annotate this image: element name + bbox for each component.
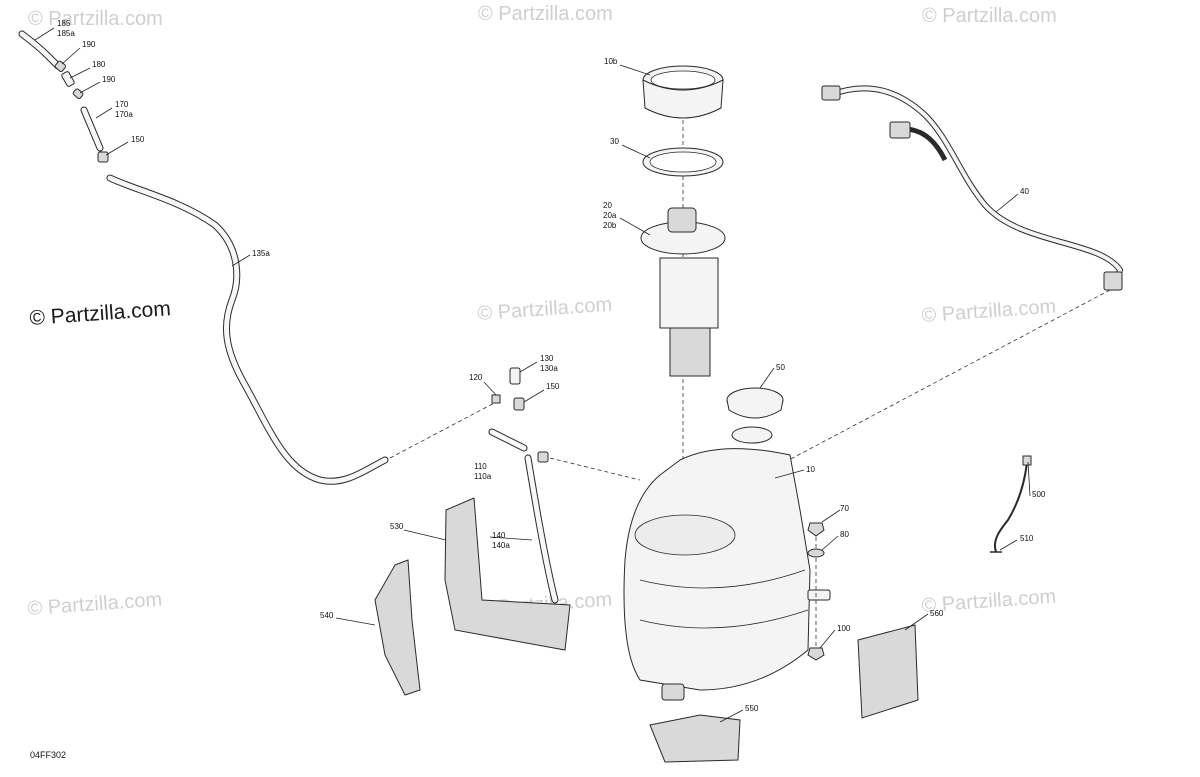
callout-70: 70	[840, 504, 849, 513]
callout-560: 560	[930, 609, 944, 618]
callout-180: 180	[92, 60, 106, 69]
washer-80	[807, 548, 825, 558]
fitting-130	[509, 367, 521, 385]
watermark-main: © Partzilla.com	[29, 297, 172, 330]
callout-530: 530	[390, 522, 404, 531]
callout-150: 150	[546, 382, 560, 391]
callout-190: 190	[102, 75, 116, 84]
callout-190: 190	[82, 40, 96, 49]
harness-connector-a	[821, 85, 841, 101]
harness-connector-b	[889, 121, 911, 139]
diagram-code: 04FF302	[30, 750, 66, 760]
callout-50: 50	[776, 363, 785, 372]
callout-500: 500	[1032, 490, 1046, 499]
lock-ring-side	[642, 79, 724, 119]
shield-530	[444, 497, 571, 651]
clamp	[537, 451, 549, 463]
vent-fittings	[389, 367, 641, 604]
fuel-tank-10	[623, 387, 831, 701]
callout-40: 40	[1020, 187, 1029, 196]
fuel-pump-stack	[640, 65, 726, 480]
callout-550: 550	[745, 704, 759, 713]
callout-100: 100	[837, 624, 851, 633]
watermark: © Partzilla.com	[922, 5, 1057, 27]
shield-550	[649, 714, 741, 763]
callout-540: 540	[320, 611, 334, 620]
watermark: © Partzilla.com	[27, 589, 163, 620]
hose-135a	[106, 174, 389, 485]
pump-connector	[667, 207, 697, 233]
watermark: © Partzilla.com	[921, 296, 1057, 327]
sensor-plug	[1022, 455, 1032, 466]
callout-80: 80	[840, 530, 849, 539]
sensor-500	[990, 455, 1032, 553]
tank-drain	[661, 683, 685, 701]
callout-10b: 10b	[604, 57, 618, 66]
watermark: © Partzilla.com	[477, 294, 613, 325]
callout-135a: 135a	[252, 249, 270, 258]
nut-100	[807, 647, 825, 661]
callout-510: 510	[1020, 534, 1034, 543]
harness-connector-c	[1103, 271, 1123, 291]
valve-150	[513, 397, 525, 411]
tank-bracket	[807, 589, 831, 601]
watermark: © Partzilla.com	[478, 3, 613, 25]
filler-neck	[731, 426, 773, 444]
callout-150: 150	[131, 135, 145, 144]
callout-120: 120	[469, 373, 483, 382]
vent-hose-assembly	[18, 30, 389, 485]
clamp-190b	[72, 88, 84, 99]
pump-filter	[669, 327, 711, 377]
nut-70	[807, 522, 825, 537]
wiring-harness-40	[769, 85, 1124, 471]
heat-shields	[374, 497, 919, 763]
watermark: © Partzilla.com	[28, 8, 163, 30]
shield-540	[374, 559, 421, 696]
leader-lines	[34, 27, 1031, 723]
callout-30: 30	[610, 137, 619, 146]
fitting-180	[61, 71, 75, 87]
fitting-120	[491, 394, 501, 404]
shield-560	[857, 624, 919, 719]
fitting-150	[97, 151, 109, 163]
pump-body	[659, 257, 719, 329]
tank-body	[623, 448, 811, 691]
callout-10: 10	[806, 465, 815, 474]
